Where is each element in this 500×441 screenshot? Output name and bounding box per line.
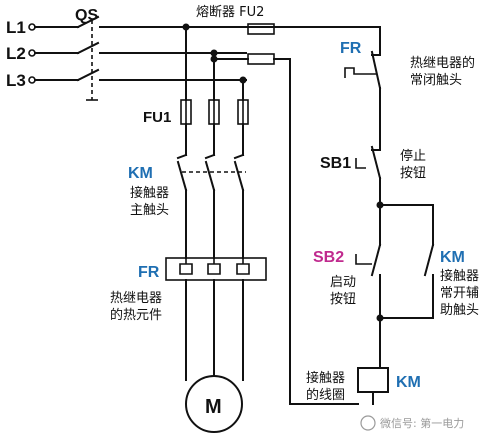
sb2-desc-2: 按钮 (330, 292, 356, 307)
km-aux-desc-3: 助触头 (440, 303, 479, 318)
qs-blade-1 (76, 15, 100, 29)
watermark: 微信号: 第一电力 (360, 415, 464, 431)
sb2-actuator (355, 254, 372, 265)
sb1-desc-2: 按钮 (400, 166, 426, 181)
wechat-logo-icon (360, 415, 376, 431)
junction-fu2 (210, 55, 218, 63)
km-aux-blade (423, 243, 435, 277)
qs-label: QS (75, 7, 98, 24)
km-contact-a-blade (176, 160, 188, 192)
sb1-blade (370, 145, 382, 180)
fr-ctrl-label: FR (340, 40, 362, 57)
l3-label: L3 (6, 71, 26, 90)
coil-desc-2: 的线圈 (306, 387, 345, 403)
fr-ctrl-desc-2: 常闭触头 (410, 73, 462, 88)
km-contact-b-top (204, 153, 216, 160)
fr-main-desc-1: 热继电器 (110, 291, 162, 306)
sb1-actuator (355, 158, 366, 169)
fu2-label: 熔断器 FU2 (196, 5, 264, 20)
fr-main-desc-2: 的热元件 (110, 307, 162, 323)
fr-nc-actuator (344, 67, 376, 78)
l1-label: L1 (6, 18, 26, 37)
junction-b (210, 49, 218, 57)
sb1-label: SB1 (320, 155, 351, 172)
km-aux-desc-2: 常开辅 (440, 286, 479, 301)
km-contact-b-blade (204, 160, 216, 192)
junction-c (239, 76, 247, 84)
qs-blade-3 (76, 68, 100, 82)
km-main-desc-2: 主触头 (130, 203, 169, 218)
fr-element-c (236, 258, 250, 275)
junction-a (182, 23, 190, 31)
fr-element-a (179, 258, 193, 275)
fu2-fuse-1 (247, 23, 275, 35)
coil-km-label: KM (396, 374, 421, 391)
control-circuit (210, 23, 435, 405)
watermark-text: 微信号: 第一电力 (380, 416, 464, 430)
labels: L1 L2 L3 QS 熔断器 FU2 FU1 KM 接触器 主触头 FR 热继… (6, 5, 479, 418)
qs-blade-2 (76, 41, 100, 55)
fu1-label: FU1 (143, 109, 171, 126)
km-main-label: KM (128, 165, 153, 182)
km-contact-a-top (176, 153, 188, 160)
km-aux-label: KM (440, 249, 465, 266)
fu2-fuse-2 (247, 53, 275, 65)
km-main-desc-1: 接触器 (130, 185, 169, 201)
motor-symbol (185, 375, 243, 433)
sb2-blade (370, 243, 382, 277)
main-circuit (165, 23, 267, 433)
km-aux-desc-1: 接触器 (440, 268, 479, 284)
l2-label: L2 (6, 44, 26, 63)
sb1-desc-1: 停止 (400, 148, 426, 164)
fr-thermal-box (165, 257, 267, 281)
motor-label: M (205, 396, 222, 418)
sb2-desc-1: 启动 (330, 275, 356, 290)
coil-desc-1: 接触器 (306, 370, 345, 386)
sb2-label: SB2 (313, 249, 344, 266)
km-contact-c-top (233, 153, 245, 160)
km-contact-c-blade (233, 160, 245, 192)
supply-lines (28, 15, 381, 101)
fr-element-b (207, 258, 221, 275)
fr-main-label: FR (138, 264, 160, 281)
fr-ctrl-desc-1: 热继电器的 (410, 55, 475, 71)
km-coil (357, 367, 389, 393)
fr-nc-blade (370, 50, 382, 90)
